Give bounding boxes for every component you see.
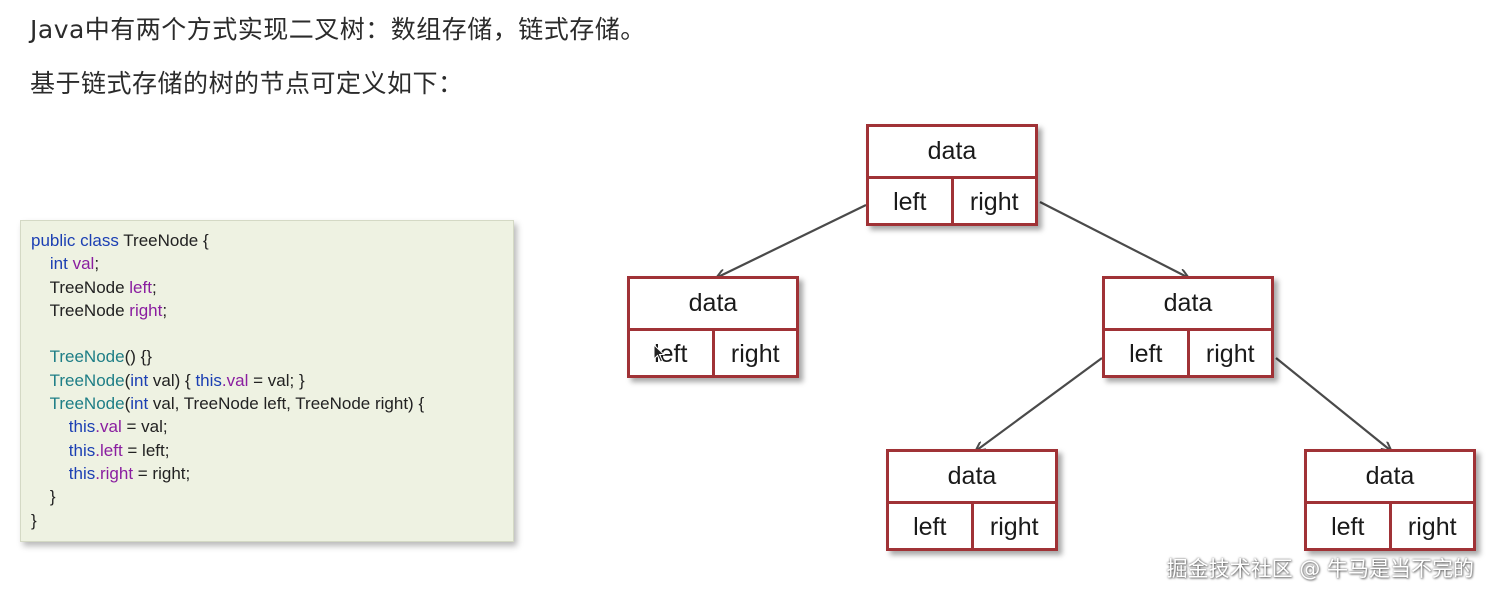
- code-token: this: [195, 370, 222, 390]
- code-token: (: [124, 370, 131, 390]
- tree-node-right-child: data left right: [1102, 276, 1274, 378]
- code-line: TreeNode left;: [31, 276, 503, 299]
- code-line: TreeNode(int val, TreeNode left, TreeNod…: [31, 392, 503, 415]
- edge-right-right: [1275, 357, 1390, 450]
- node-data-cell: data: [869, 127, 1035, 179]
- code-token: public class: [31, 231, 119, 250]
- tree-node-left-child: data left right: [627, 276, 799, 378]
- node-left-cell: left: [1105, 331, 1190, 378]
- code-line: public class TreeNode {: [31, 229, 503, 252]
- tree-node-root: data left right: [866, 124, 1038, 226]
- code-token: TreeNode {: [118, 231, 209, 250]
- node-right-cell: right: [1407, 513, 1457, 541]
- code-token: TreeNode: [49, 277, 130, 297]
- tree-node-right-right-child: data left right: [1304, 449, 1476, 551]
- code-token: val: [67, 254, 95, 274]
- code-token: left: [129, 277, 152, 297]
- node-right-cell: right: [1205, 340, 1255, 368]
- code-token: int: [130, 394, 149, 414]
- code-token: int: [49, 254, 68, 274]
- code-token: TreeNode: [49, 300, 130, 320]
- code-line: this.val = val;: [31, 415, 503, 438]
- code-line: this.right = right;: [31, 462, 503, 485]
- code-token: ;: [151, 277, 157, 297]
- node-data-cell: data: [1307, 452, 1473, 504]
- code-token: .right: [95, 463, 134, 483]
- code-token: .val: [221, 370, 249, 390]
- code-line: TreeNode(int val) { this.val = val; }: [31, 369, 503, 392]
- code-token: this: [68, 440, 96, 460]
- watermark: 掘金技术社区 @ 牛马是当不完的: [1166, 557, 1474, 581]
- code-block: public class TreeNode { int val; TreeNod…: [20, 220, 514, 542]
- code-token: ;: [94, 254, 100, 274]
- mouse-cursor-icon: [653, 344, 666, 363]
- node-data-cell: data: [889, 452, 1055, 504]
- code-token: ;: [162, 300, 168, 320]
- code-line: }: [31, 485, 503, 508]
- code-token: val) {: [148, 370, 196, 390]
- code-token: int: [130, 370, 149, 390]
- code-line: TreeNode() {}: [31, 345, 503, 368]
- code-token: .val: [95, 417, 122, 437]
- code-line: TreeNode right;: [31, 299, 503, 322]
- heading-intro: Java中有两个方式实现二叉树：数组存储，链式存储。: [30, 15, 646, 44]
- node-right-cell: right: [730, 340, 780, 368]
- code-line: }: [31, 509, 503, 532]
- code-token: right: [129, 300, 163, 320]
- node-left-cell: left: [889, 504, 974, 551]
- code-token: () {}: [124, 347, 152, 367]
- node-left-cell: left: [1307, 504, 1392, 551]
- node-right-cell: right: [969, 188, 1019, 216]
- node-right-cell: right: [989, 513, 1039, 541]
- code-token: (: [124, 394, 131, 414]
- node-data-cell: data: [1105, 279, 1271, 331]
- code-token: = left;: [122, 440, 170, 460]
- tree-node-right-left-child: data left right: [886, 449, 1058, 551]
- code-token: = val;: [121, 417, 168, 437]
- code-token: = right;: [133, 463, 191, 483]
- node-left-cell: left: [869, 179, 954, 226]
- code-token: TreeNode: [49, 370, 125, 390]
- edge-root-right: [1039, 201, 1187, 277]
- code-token: val, TreeNode left, TreeNode right) {: [148, 394, 425, 414]
- code-line: int val;: [31, 252, 503, 275]
- code-token: }: [49, 487, 56, 507]
- code-token: TreeNode: [49, 347, 125, 367]
- code-token: this: [68, 463, 96, 483]
- edge-right-left: [977, 357, 1103, 450]
- node-data-cell: data: [630, 279, 796, 331]
- code-token: }: [31, 510, 37, 530]
- code-token: TreeNode: [49, 394, 125, 414]
- node-left-cell: left: [630, 331, 715, 378]
- code-line: this.left = left;: [31, 439, 503, 462]
- heading-definition: 基于链式存储的树的节点可定义如下：: [30, 69, 464, 98]
- code-token: this: [68, 417, 96, 437]
- edge-root-left: [718, 204, 867, 277]
- code-token: = val; }: [248, 370, 305, 390]
- code-token: .left: [95, 440, 123, 460]
